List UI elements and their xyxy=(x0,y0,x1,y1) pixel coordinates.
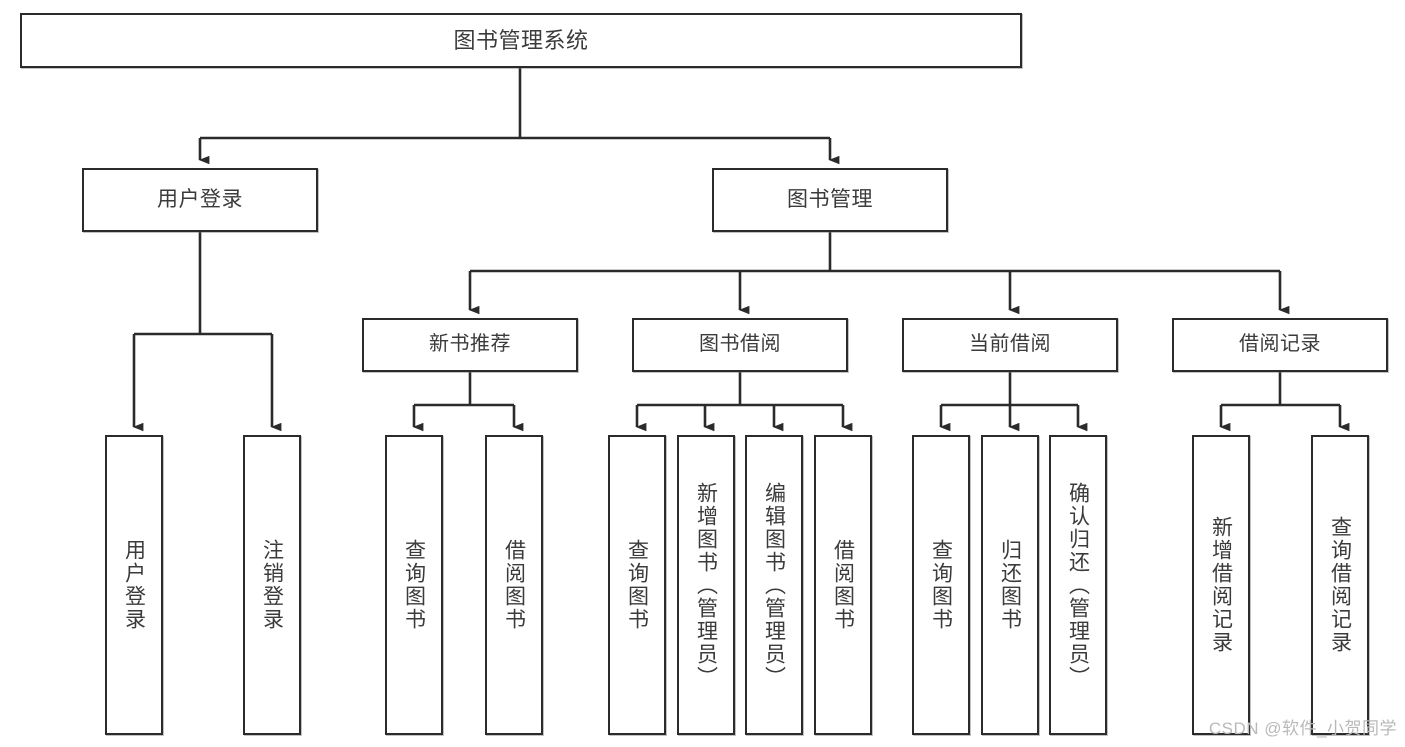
node-label: 注销登录 xyxy=(260,539,284,631)
node-label: 新增借阅记录 xyxy=(1209,516,1233,654)
leaf-user-login-signin[interactable]: 用户登录 xyxy=(105,435,163,735)
leaf-current-borrow-confirm-return[interactable]: 确认归还（管理员） xyxy=(1049,435,1107,735)
csdn-watermark: CSDN @软件_小贺同学 xyxy=(1208,719,1397,738)
node-book-borrow[interactable]: 图书借阅 xyxy=(632,318,848,372)
node-current-borrow[interactable]: 当前借阅 xyxy=(902,318,1118,372)
node-label: 用户登录 xyxy=(157,187,243,211)
node-new-book-recommend[interactable]: 新书推荐 xyxy=(362,318,578,372)
node-user-login[interactable]: 用户登录 xyxy=(82,168,318,232)
node-label: 查询图书 xyxy=(929,539,953,631)
leaf-new-book-query[interactable]: 查询图书 xyxy=(385,435,443,735)
leaf-book-borrow-borrow[interactable]: 借阅图书 xyxy=(814,435,872,735)
node-label: 当前借阅 xyxy=(969,333,1051,356)
leaf-new-book-borrow[interactable]: 借阅图书 xyxy=(485,435,543,735)
node-label: 图书管理 xyxy=(787,187,873,211)
leaf-current-borrow-return[interactable]: 归还图书 xyxy=(981,435,1039,735)
leaf-book-borrow-add[interactable]: 新增图书（管理员） xyxy=(677,435,735,735)
node-label: 用户登录 xyxy=(122,539,146,631)
leaf-borrow-record-query[interactable]: 查询借阅记录 xyxy=(1311,435,1369,735)
node-label: 确认归还（管理员） xyxy=(1066,481,1090,689)
node-label: 查询借阅记录 xyxy=(1328,516,1352,654)
node-label: 借阅记录 xyxy=(1239,333,1321,356)
leaf-book-borrow-edit[interactable]: 编辑图书（管理员） xyxy=(745,435,803,735)
node-label: 新增图书（管理员） xyxy=(694,481,718,689)
node-label: 编辑图书（管理员） xyxy=(762,481,786,689)
node-label: 借阅图书 xyxy=(831,539,855,631)
node-label: 查询图书 xyxy=(625,539,649,631)
node-book-management[interactable]: 图书管理 xyxy=(712,168,948,232)
node-borrow-record[interactable]: 借阅记录 xyxy=(1172,318,1388,372)
node-label: 归还图书 xyxy=(998,539,1022,631)
node-label: 图书借阅 xyxy=(699,333,781,356)
node-label: 新书推荐 xyxy=(429,333,511,356)
leaf-current-borrow-query[interactable]: 查询图书 xyxy=(912,435,970,735)
node-label: 查询图书 xyxy=(402,539,426,631)
node-label: 图书管理系统 xyxy=(453,27,589,53)
leaf-user-login-signout[interactable]: 注销登录 xyxy=(243,435,301,735)
node-root-system[interactable]: 图书管理系统 xyxy=(20,13,1022,68)
leaf-borrow-record-add[interactable]: 新增借阅记录 xyxy=(1192,435,1250,735)
node-label: 借阅图书 xyxy=(502,539,526,631)
leaf-book-borrow-query[interactable]: 查询图书 xyxy=(608,435,666,735)
